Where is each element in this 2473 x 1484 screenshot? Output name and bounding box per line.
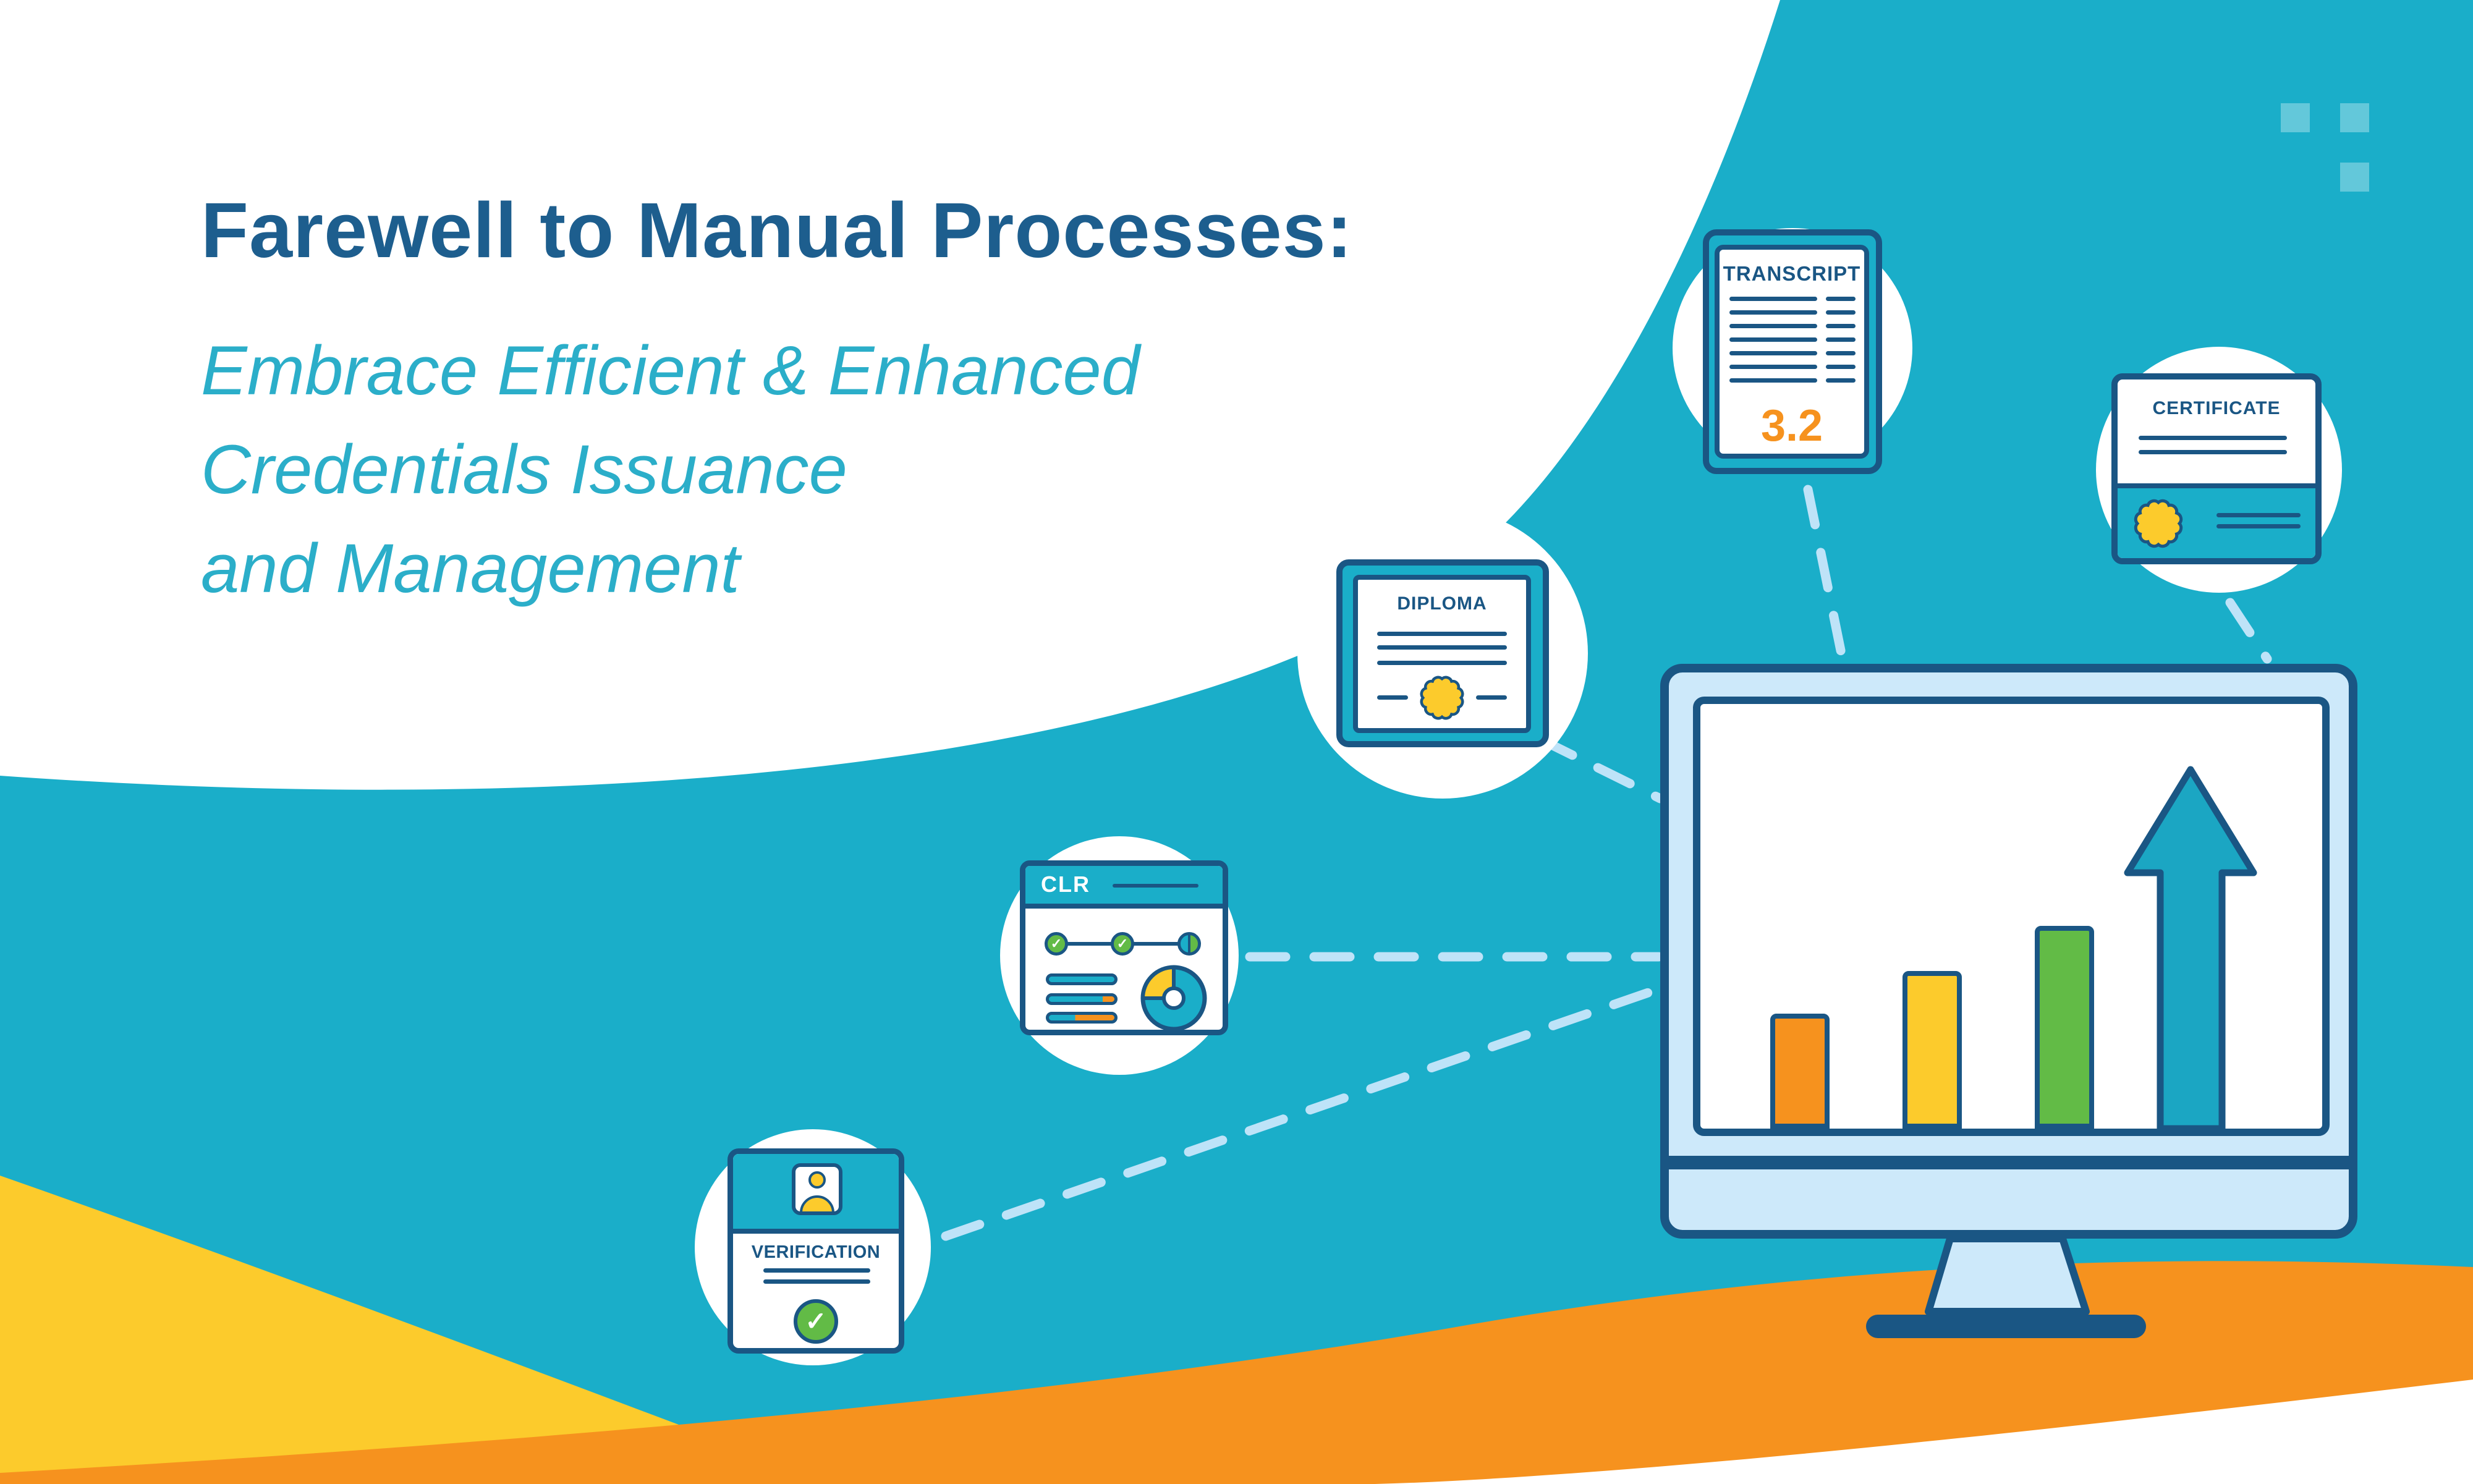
subtitle-line-2: Credentials Issuance bbox=[201, 431, 847, 509]
page-subtitle: Embrace Efficient & Enhanced Credentials… bbox=[201, 321, 1140, 618]
certificate-label: CERTIFICATE bbox=[2152, 398, 2281, 418]
monitor-divider bbox=[1669, 1156, 2349, 1169]
subtitle-line-1: Embrace Efficient & Enhanced bbox=[201, 332, 1140, 409]
connector-certificate-monitor bbox=[2225, 598, 2272, 664]
connector-verification-monitor bbox=[941, 984, 1664, 1241]
monitor-stand bbox=[1925, 1235, 2090, 1315]
verification-card: VERIFICATION ✓ bbox=[727, 1148, 904, 1354]
monitor-frame bbox=[1660, 664, 2357, 1239]
page-title: Farewell to Manual Processes: bbox=[201, 187, 1353, 274]
clr-label: CLR bbox=[1041, 871, 1090, 897]
verification-label: VERIFICATION bbox=[751, 1242, 881, 1262]
progress-bar bbox=[1046, 973, 1118, 985]
monitor-screen bbox=[1693, 697, 2330, 1136]
certificate-teal-strip bbox=[2118, 483, 2315, 558]
deco-squares bbox=[2281, 103, 2369, 192]
clr-body: ✓ ✓ bbox=[1025, 909, 1223, 1030]
clr-card: CLR ✓ ✓ bbox=[1020, 860, 1228, 1035]
growth-arrow-icon bbox=[2124, 766, 2257, 1129]
transcript-card: TRANSCRIPT 3.2 bbox=[1703, 229, 1882, 474]
person-icon bbox=[792, 1163, 842, 1215]
white-bottom-wave bbox=[1079, 1347, 2473, 1484]
progress-bar bbox=[1046, 993, 1118, 1005]
yellow-wave bbox=[0, 1176, 836, 1484]
monitor-base bbox=[1866, 1315, 2146, 1338]
verification-header bbox=[733, 1154, 899, 1234]
donut-chart-icon bbox=[1140, 965, 1207, 1030]
certificate-card: CERTIFICATE bbox=[2111, 373, 2322, 564]
diploma-label: DIPLOMA bbox=[1397, 593, 1487, 614]
seal-icon bbox=[1420, 676, 1464, 720]
chart-bar-green bbox=[2035, 926, 2094, 1129]
orange-wave bbox=[0, 1261, 2473, 1484]
subtitle-line-3: and Management bbox=[201, 530, 740, 608]
progress-bar bbox=[1046, 1012, 1118, 1024]
progress-half-icon bbox=[1177, 932, 1201, 956]
diploma-panel: DIPLOMA bbox=[1353, 575, 1531, 733]
check-icon: ✓ bbox=[1045, 932, 1068, 956]
verification-body: VERIFICATION ✓ bbox=[733, 1234, 899, 1348]
chart-bar-yellow bbox=[1902, 971, 1962, 1129]
transcript-panel: TRANSCRIPT 3.2 bbox=[1715, 245, 1869, 459]
monitor-illustration bbox=[1660, 664, 2357, 1338]
check-icon: ✓ bbox=[1111, 932, 1134, 956]
seal-icon bbox=[2134, 499, 2183, 548]
chart-bar-orange bbox=[1770, 1014, 1830, 1129]
clr-header: CLR bbox=[1025, 866, 1223, 909]
connector-transcript-monitor bbox=[1803, 485, 1847, 661]
connector-diploma-monitor bbox=[1535, 734, 1665, 803]
gpa-value: 3.2 bbox=[1760, 401, 1823, 451]
transcript-label: TRANSCRIPT bbox=[1723, 262, 1861, 285]
check-icon: ✓ bbox=[794, 1299, 838, 1344]
diploma-card: DIPLOMA bbox=[1336, 559, 1549, 747]
